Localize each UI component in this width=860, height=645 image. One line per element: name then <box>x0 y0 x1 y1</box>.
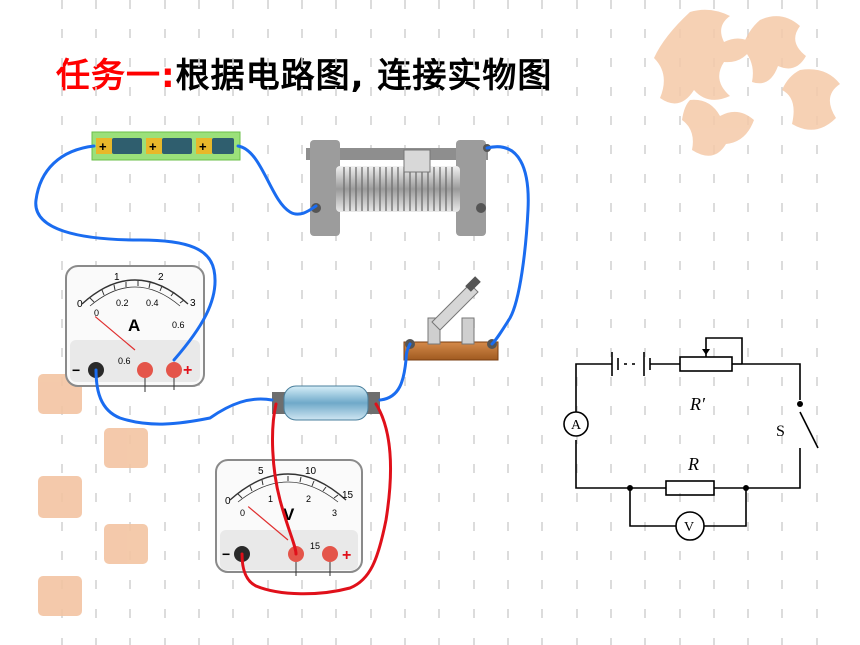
battery-cell-label: + <box>149 139 157 154</box>
voltmeter-terminal-plus: + <box>342 547 351 564</box>
ammeter-scale-label: 0.6 <box>172 320 185 330</box>
title-prefix: 任务一 <box>56 56 161 96</box>
voltmeter-scale-label: 15 <box>342 490 354 501</box>
switch-contact-dot <box>797 401 803 407</box>
title-main: 根据电路图, 连接实物图 <box>175 56 553 96</box>
voltmeter-scale-label: 0 <box>225 496 231 507</box>
ammeter: 0 1 2 3 0 0.2 0.4 0.6 A − 0.6 + <box>65 265 205 392</box>
battery-pack-icon: + + + <box>91 131 241 161</box>
voltmeter-scale-label: 0 <box>240 508 245 518</box>
ammeter-scale-label: 2 <box>158 272 164 283</box>
ammeter-scale-label: 0 <box>94 308 99 318</box>
battery-cell-label: + <box>99 139 107 154</box>
voltmeter-terminal-minus: − <box>222 546 230 562</box>
slide-title: 任务一:根据电路图, 连接实物图 <box>56 48 552 97</box>
voltmeter: 0 5 10 15 0 1 2 3 V − 15 + <box>215 459 363 576</box>
rheostat-slider-arrow <box>702 349 710 355</box>
voltmeter-needle <box>247 506 289 541</box>
voltmeter-scale-label: 10 <box>305 466 317 477</box>
ammeter-needle <box>94 316 136 351</box>
schematic-ammeter <box>563 411 589 437</box>
small-seal-icon <box>38 374 148 616</box>
voltmeter-scale-label: 1 <box>268 494 273 504</box>
schematic-resistor-label: R <box>687 454 699 474</box>
ammeter-scale-label: 1 <box>114 272 120 283</box>
battery-cell-label: + <box>199 139 207 154</box>
junction-dot <box>743 485 749 491</box>
ammeter-terminal-minus: − <box>72 362 80 378</box>
ammeter-symbol: A <box>128 316 140 335</box>
red-wires <box>240 402 393 596</box>
voltmeter-terminal-range: 15 <box>310 541 320 551</box>
junction-dot <box>627 485 633 491</box>
ammeter-scale-label: 3 <box>190 298 196 309</box>
ammeter-scale-label: 0 <box>77 299 83 310</box>
resistor-component <box>272 385 380 421</box>
voltmeter-scale-label: 3 <box>332 508 337 518</box>
schematic-ammeter-label: A <box>571 418 582 433</box>
schematic-switch-label: S <box>776 423 785 440</box>
ammeter-terminal-range: 0.6 <box>118 356 131 366</box>
knife-switch <box>403 276 499 361</box>
ammeter-scale-label: 0.2 <box>116 298 129 308</box>
rheostat <box>306 140 491 236</box>
ammeter-terminal-plus: + <box>183 362 192 379</box>
voltmeter-scale-label: 2 <box>306 494 311 504</box>
blue-wires <box>34 144 530 426</box>
circuit-schematic <box>575 337 819 527</box>
schematic-voltmeter-label: V <box>684 520 694 535</box>
voltmeter-scale-label: 5 <box>258 466 264 477</box>
ammeter-scale-label: 0.4 <box>146 298 159 308</box>
schematic-rheostat-label: R′ <box>689 394 706 414</box>
auspicious-seal-icon <box>654 9 840 156</box>
schematic-voltmeter <box>675 511 705 541</box>
